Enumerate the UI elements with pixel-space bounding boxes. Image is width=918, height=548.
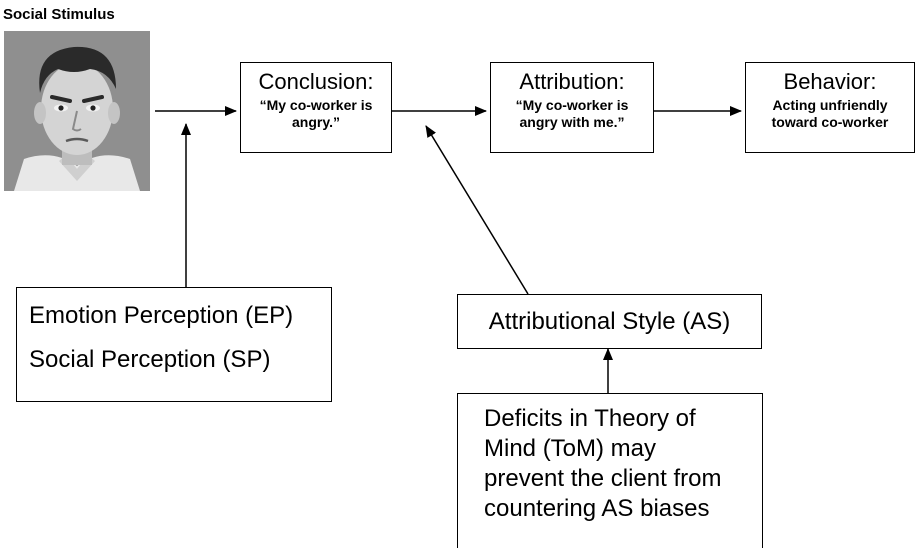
behavior-box: Behavior: Acting unfriendly toward co-wo…: [745, 62, 915, 153]
attribution-box: Attribution: “My co-worker is angry with…: [490, 62, 654, 153]
tom-line3: prevent the client from: [484, 465, 722, 492]
tom-line2: Mind (ToM) may: [484, 435, 657, 462]
social-stimulus-label: Social Stimulus: [3, 6, 115, 23]
tom-line4: countering AS biases: [484, 495, 710, 522]
attribution-title: Attribution:: [519, 69, 625, 94]
conclusion-box: Conclusion: “My co-worker is angry.”: [240, 62, 392, 153]
attributional-style-box: Attributional Style (AS): [457, 294, 762, 349]
conclusion-text-line1: “My co-worker is: [259, 97, 373, 113]
behavior-text-line1: Acting unfriendly: [772, 97, 888, 113]
perception-line-ep: Emotion Perception (EP): [29, 302, 294, 329]
attribution-text-line1: “My co-worker is: [515, 97, 629, 113]
face-image: [4, 31, 150, 191]
conclusion-title: Conclusion:: [258, 69, 374, 94]
behavior-text-line2: toward co-worker: [771, 114, 889, 130]
behavior-title: Behavior:: [783, 69, 877, 94]
tom-line1: Deficits in Theory of: [484, 405, 696, 432]
attributional-style-label: Attributional Style (AS): [488, 308, 731, 335]
perception-line-sp: Social Perception (SP): [29, 346, 271, 373]
conclusion-text-line2: angry.”: [292, 114, 340, 130]
perception-box: Emotion Perception (EP) Social Perceptio…: [16, 287, 332, 402]
tom-box: Deficits in Theory of Mind (ToM) may pre…: [457, 393, 763, 548]
face-photo: [4, 31, 150, 191]
attribution-text-line2: angry with me.”: [519, 114, 625, 130]
